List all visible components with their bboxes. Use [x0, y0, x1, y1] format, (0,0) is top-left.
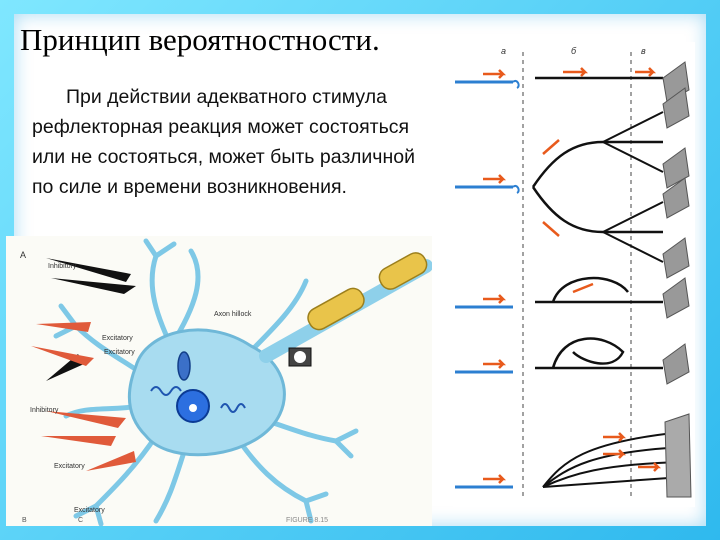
myelin-sheath: [307, 252, 428, 331]
reflex-row-simple: [455, 61, 690, 103]
reflex-row-divergent: [455, 87, 690, 279]
reflex-pathways-illustration: а б в: [453, 42, 695, 507]
label-excitatory-upper: Excitatory: [102, 335, 133, 342]
slide-body-text: При действии адекватного стимула рефлект…: [32, 86, 415, 198]
label-inhibitory-top: Inhibitory: [48, 263, 77, 270]
label-axon-hillock: Axon hillock: [214, 311, 252, 318]
reflex-row-feedback: [455, 276, 690, 385]
figure-caption: FIGURE 8.15: [286, 517, 328, 524]
corner-letter-left: B: [22, 517, 27, 524]
excitatory-terminals: [31, 322, 136, 471]
reflex-drawing: а б в: [455, 46, 692, 498]
column-label-v: в: [641, 46, 646, 56]
label-inhibitory-low: Inhibitory: [30, 407, 59, 414]
neuron-illustration: A Inhibitory Excitatory Excitatory Inhib…: [6, 236, 433, 527]
column-label-b: б: [571, 46, 577, 56]
cell-body: [127, 328, 286, 457]
label-excitatory-mid: Excitatory: [104, 349, 135, 356]
slide-title: Принцип вероятностности.: [20, 22, 380, 57]
label-excitatory-bottom: Excitatory: [54, 463, 85, 470]
panel-letter-label: A: [20, 250, 26, 260]
neuron-drawing: A Inhibitory Excitatory Excitatory Inhib…: [20, 238, 433, 527]
column-label-a: а: [501, 46, 506, 56]
label-excitatory-lowest: Excitatory: [74, 507, 105, 514]
reflex-row-parallel: [455, 413, 692, 498]
corner-letter-right: C: [78, 517, 83, 524]
